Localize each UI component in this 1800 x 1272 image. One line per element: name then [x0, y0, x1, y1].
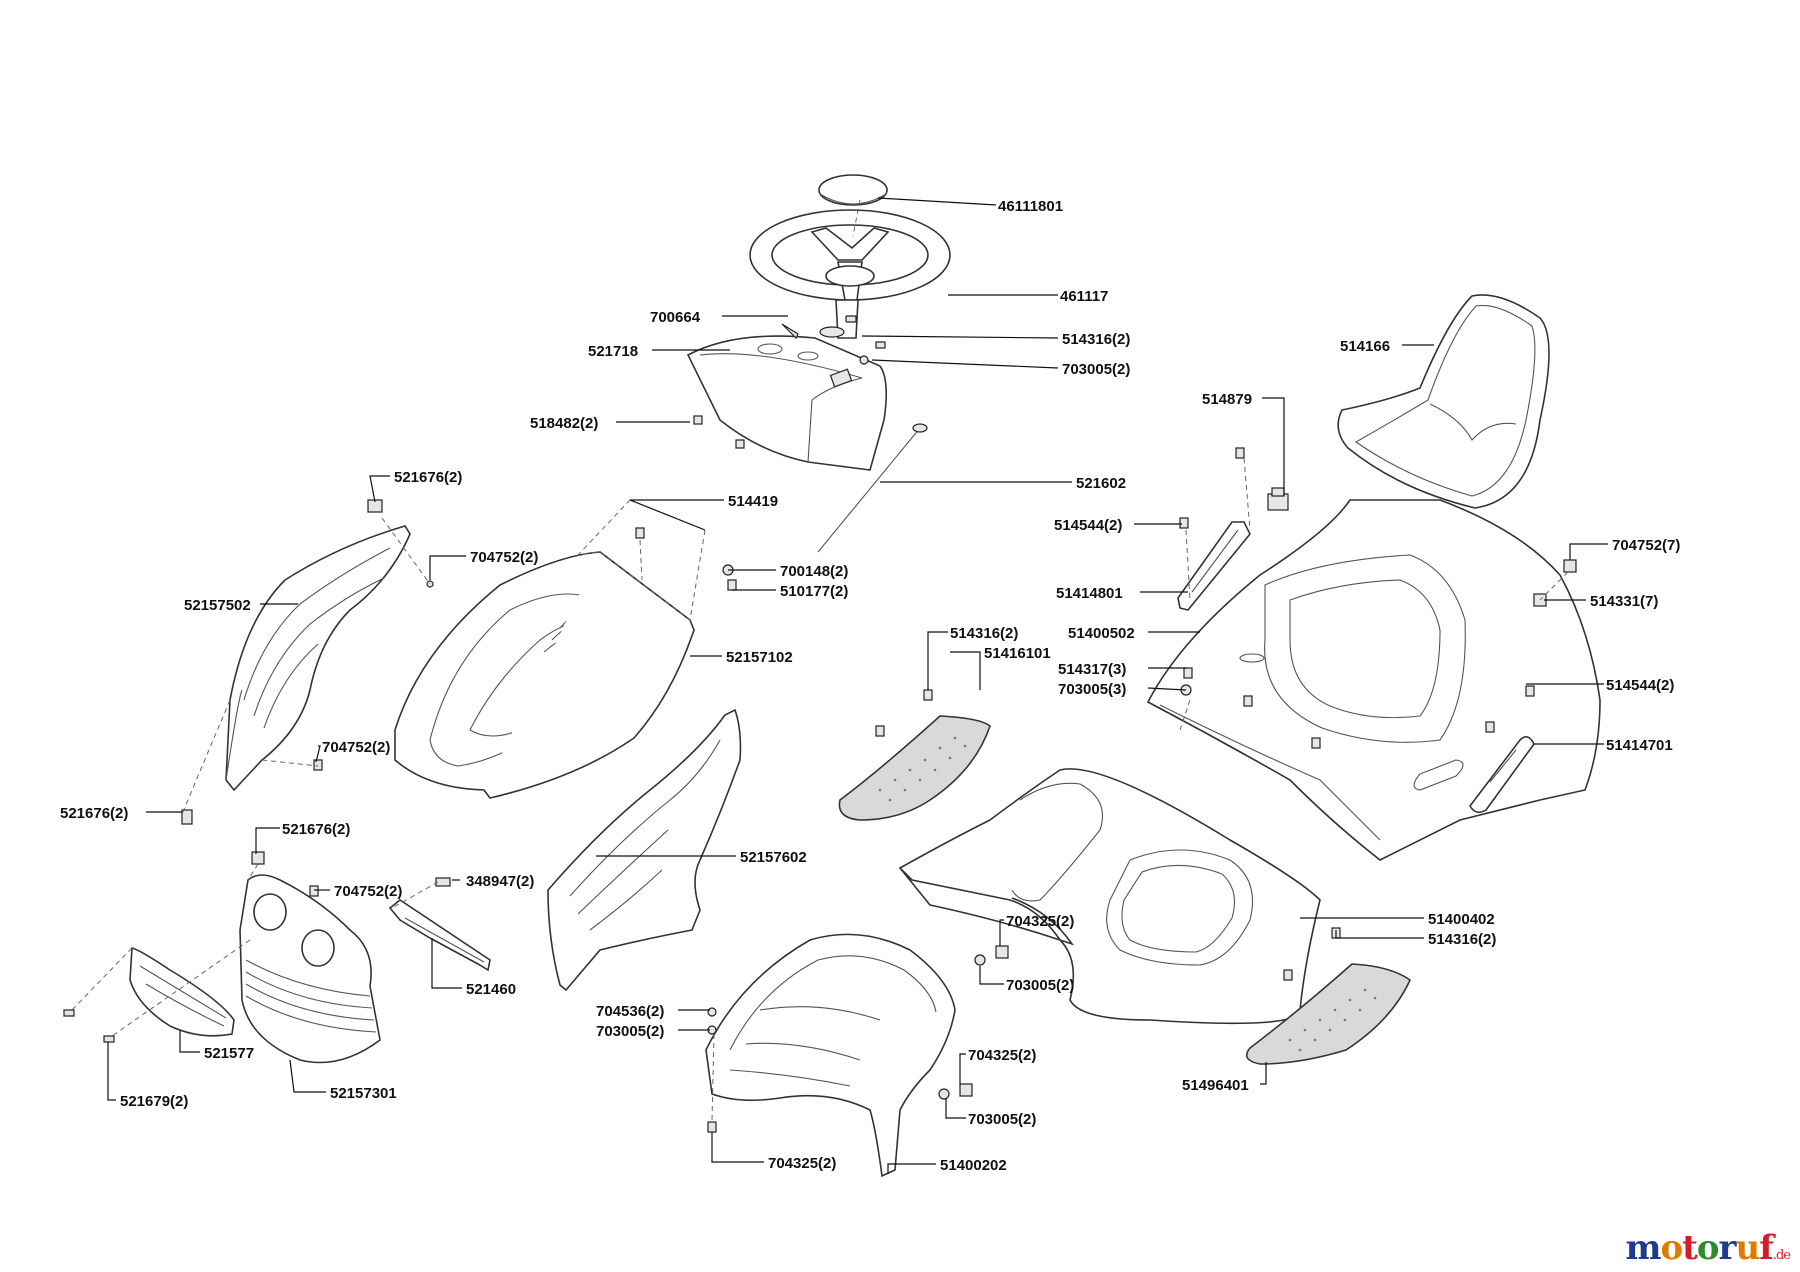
label-52157301: 52157301	[330, 1085, 397, 1102]
support-bracket	[388, 899, 491, 972]
watermark-letter: o	[1660, 1228, 1683, 1268]
watermark-letter: o	[1696, 1228, 1720, 1268]
assembly-guides	[69, 199, 1569, 1121]
left-side-panel	[225, 525, 411, 792]
label-51400202: 51400202	[940, 1157, 1007, 1174]
main-body-shell	[898, 768, 1321, 1025]
label-514316-c: 514316(2)	[1428, 931, 1496, 948]
label-703005-d: 703005(2)	[596, 1023, 664, 1040]
label-348947: 348947(2)	[466, 873, 534, 890]
front-hood	[394, 551, 695, 799]
label-704536: 704536(2)	[596, 1003, 664, 1020]
label-703005-a: 703005(2)	[1062, 361, 1130, 378]
label-700148: 700148(2)	[780, 563, 848, 580]
label-51416101: 51416101	[984, 645, 1051, 662]
label-52157602: 52157602	[740, 849, 807, 866]
label-704752-a: 704752(2)	[470, 549, 538, 566]
front-grille	[239, 874, 381, 1064]
foot-plate-right	[1245, 963, 1412, 1065]
seat	[1337, 294, 1550, 509]
steering-cap	[818, 174, 888, 206]
label-514419: 514419	[728, 493, 778, 510]
control-cable	[817, 423, 928, 553]
motoruf-watermark: motoruf.de	[1625, 1228, 1791, 1268]
watermark-letter: r	[1718, 1228, 1737, 1268]
right-side-panel	[547, 708, 742, 992]
label-521679: 521679(2)	[120, 1093, 188, 1110]
label-521460: 521460	[466, 981, 516, 998]
label-514544-b: 514544(2)	[1606, 677, 1674, 694]
hood-cover-outline	[576, 499, 706, 621]
watermark-tld: .de	[1772, 1248, 1791, 1263]
label-521676-b: 521676(2)	[60, 805, 128, 822]
watermark-letter: u	[1735, 1228, 1760, 1268]
label-52157102: 52157102	[726, 649, 793, 666]
label-704752-c: 704752(2)	[322, 739, 390, 756]
label-703005-c: 703005(2)	[1006, 977, 1074, 994]
label-704325-b: 704325(2)	[968, 1047, 1036, 1064]
switch	[1267, 487, 1289, 511]
foot-plate-left	[838, 715, 991, 821]
label-704325-a: 704325(2)	[1006, 913, 1074, 930]
label-704752-d: 704752(2)	[334, 883, 402, 900]
label-518482: 518482(2)	[530, 415, 598, 432]
watermark-letter: f	[1759, 1228, 1774, 1268]
label-703005-b: 703005(3)	[1058, 681, 1126, 698]
leader-lines	[107, 197, 1608, 1174]
steering-wheel	[749, 209, 951, 301]
label-703005-e: 703005(2)	[968, 1111, 1036, 1128]
watermark-letter: t	[1682, 1228, 1698, 1268]
label-700664: 700664	[650, 309, 701, 326]
label-51414801: 51414801	[1056, 585, 1123, 602]
label-46111801: 46111801	[998, 198, 1063, 215]
label-514166: 514166	[1340, 338, 1390, 355]
label-514316-a: 514316(2)	[1062, 331, 1130, 348]
label-514331: 514331(7)	[1590, 593, 1658, 610]
label-514316-b: 514316(2)	[950, 625, 1018, 642]
label-510177: 510177(2)	[780, 583, 848, 600]
bracket-left	[1177, 521, 1251, 611]
label-514879: 514879	[1202, 391, 1252, 408]
label-51414701: 51414701	[1606, 737, 1673, 754]
foot-plate-dots	[878, 736, 1377, 1052]
label-521577: 521577	[204, 1045, 254, 1062]
label-704325-c: 704325(2)	[768, 1155, 836, 1172]
part-labels: 46111801 461117 700664 521718 514316(2) …	[60, 198, 1680, 1174]
label-514317: 514317(3)	[1058, 661, 1126, 678]
label-51496401: 51496401	[1182, 1077, 1249, 1094]
front-fender	[705, 933, 956, 1178]
label-51400502: 51400502	[1068, 625, 1135, 642]
label-521676-a: 521676(2)	[394, 469, 462, 486]
label-52157502: 52157502	[184, 597, 251, 614]
headlight-lens	[129, 946, 235, 1037]
label-521676-c: 521676(2)	[282, 821, 350, 838]
label-461117: 461117	[1060, 288, 1108, 305]
rear-body-panel	[1146, 499, 1601, 861]
hardware-fasteners	[63, 315, 1577, 1133]
label-514544-a: 514544(2)	[1054, 517, 1122, 534]
label-51400402: 51400402	[1428, 911, 1495, 928]
watermark-letter: m	[1625, 1228, 1661, 1268]
dashboard-console	[686, 335, 888, 471]
label-704752-b: 704752(7)	[1612, 537, 1680, 554]
label-521602: 521602	[1076, 475, 1126, 492]
label-521718: 521718	[588, 343, 638, 360]
